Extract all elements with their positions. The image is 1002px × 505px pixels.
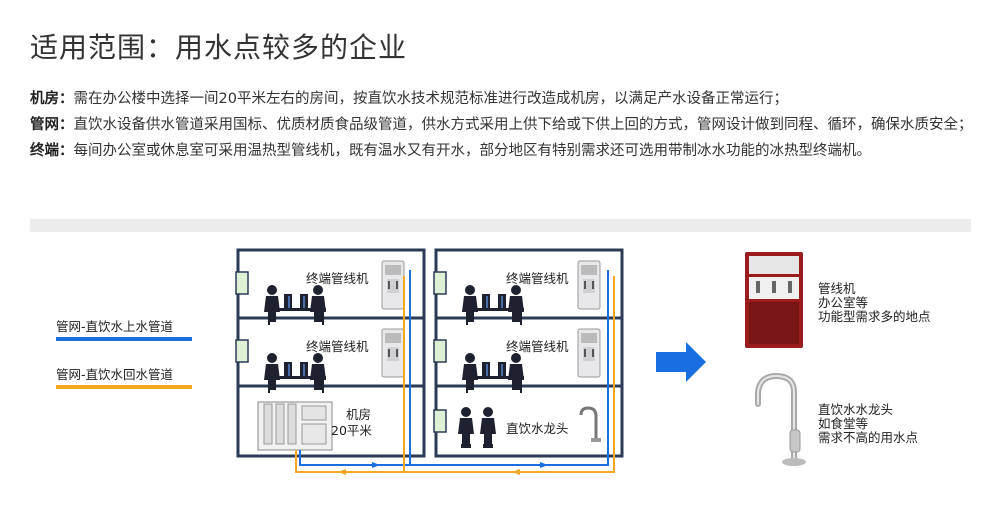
return-pipe [295,276,615,475]
supply-pipe [299,270,609,468]
dispenser-icon [577,328,601,378]
faucet-description: 直饮水水龙头 如食堂等 需求不高的用水点 [818,402,919,445]
water-treatment-equipment [257,401,333,451]
terminal-label-4: 终端管线机 [506,339,569,354]
pipeline-dispenser-icon [745,252,803,348]
terminal-label-3: 终端管线机 [506,271,569,286]
dispenser-icon [381,328,405,378]
legend-supply-line [56,337,192,341]
desc-pipe-network: 管网：直饮水设备供水管道采用国标、优质材质食品级管道，供水方式采用上供下给或下供… [30,117,973,133]
direction-arrow-icon [656,342,706,382]
dispenser-icon [381,260,405,310]
section-divider [30,219,971,232]
faucet-label: 直饮水龙头 [506,421,569,436]
machine-room-area: 20平米 [331,423,372,438]
dispenser-description: 管线机 办公室等 功能型需求多的地点 [818,281,931,324]
description-block: 机房：需在办公楼中选择一间20平米左右的房间，按直饮水技术规范标准进行改造成机房… [30,86,975,164]
terminal-label-2: 终端管线机 [306,339,369,354]
faucet-large-icon [755,372,806,466]
machine-room-label: 机房 [346,407,372,422]
standing-people [458,407,496,448]
terminal-label-1: 终端管线机 [306,271,369,286]
faucet-small-icon [579,406,601,442]
desc-terminal: 终端：每间办公室或休息室可采用温热型管线机，既有温水又有开水，部分地区有特别需求… [30,143,871,159]
legend-return: 管网-直饮水回水管道 [56,364,192,389]
building-left [235,248,426,458]
page-title: 适用范围：用水点较多的企业 [30,31,408,64]
building-right [433,248,624,458]
legend-supply-label: 管网-直饮水上水管道 [56,319,174,334]
dispenser-icon [577,260,601,310]
legend-supply: 管网-直饮水上水管道 [56,316,192,341]
desc-machine-room: 机房：需在办公楼中选择一间20平米左右的房间，按直饮水技术规范标准进行改造成机房… [30,91,788,107]
legend-return-line [56,385,192,389]
legend-return-label: 管网-直饮水回水管道 [56,367,174,382]
